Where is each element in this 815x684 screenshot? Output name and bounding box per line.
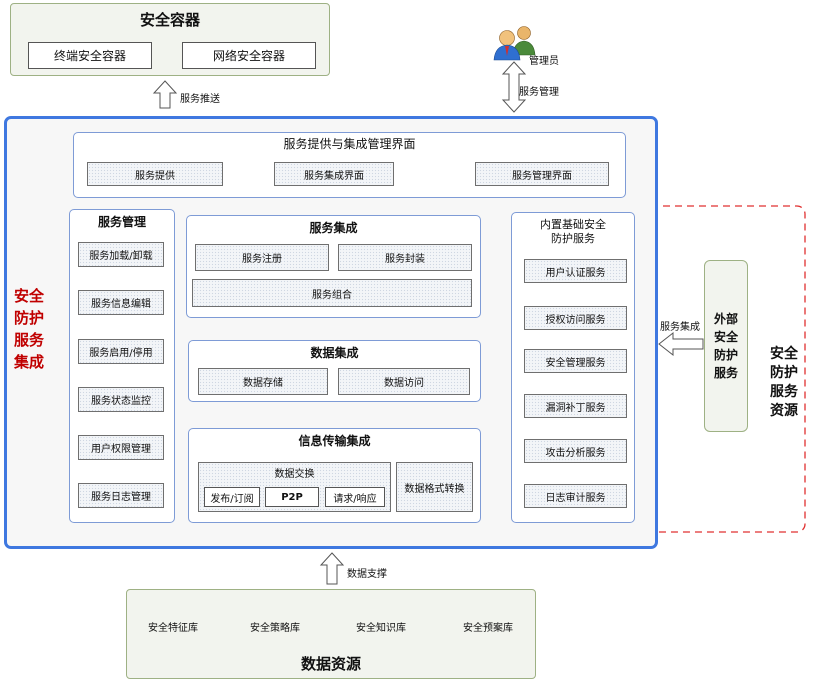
db-security-policy[interactable]: 安全策略库 xyxy=(250,622,300,634)
db-security-plans[interactable]: 安全预案库 xyxy=(463,622,513,634)
security-mgmt-service[interactable]: 安全管理服务 xyxy=(524,349,627,373)
service-status-monitor[interactable]: 服务状态监控 xyxy=(78,387,164,412)
admin-users-icon xyxy=(493,26,536,61)
builtin-services-title-text: 内置基础安全 防护服务 xyxy=(540,218,606,245)
data-integration-title: 数据集成 xyxy=(310,345,359,360)
security-container-panel: 安全容器 终端安全容器 网络安全容器 xyxy=(10,3,330,76)
db-security-knowledge[interactable]: 安全知识库 xyxy=(356,622,406,634)
service-mgmt-panel: 服务管理 服务加载/卸载 服务信息编辑 服务启用/停用 服务状态监控 用户权限管… xyxy=(69,209,175,523)
data-integration-panel: 数据集成 数据存储 数据访问 xyxy=(188,340,481,402)
info-transfer-panel: 信息传输集成 数据交换 发布/订阅 P2P 请求/响应 数据格式转换 xyxy=(188,428,481,523)
data-resources-title: 数据资源 xyxy=(300,654,361,673)
db-security-features[interactable]: 安全特征库 xyxy=(148,622,198,634)
authorized-access-service[interactable]: 授权访问服务 xyxy=(524,306,627,330)
service-provide-box[interactable]: 服务提供 xyxy=(87,162,223,186)
data-storage-box[interactable]: 数据存储 xyxy=(198,368,328,395)
info-transfer-title: 信息传输集成 xyxy=(298,433,371,448)
data-format-convert-box[interactable]: 数据格式转换 xyxy=(396,462,473,512)
integrate-label: 服务集成 xyxy=(660,322,700,333)
external-resources-text: 安全 防护 服务 资源 xyxy=(770,346,798,419)
vuln-patch-service[interactable]: 漏洞补丁服务 xyxy=(524,394,627,418)
service-mgmt-title: 服务管理 xyxy=(97,214,146,229)
service-info-edit[interactable]: 服务信息编辑 xyxy=(78,290,164,315)
request-response-box[interactable]: 请求/响应 xyxy=(325,487,385,507)
push-arrow xyxy=(152,80,178,109)
support-arrow xyxy=(319,552,345,585)
service-load-unload[interactable]: 服务加载/卸载 xyxy=(78,242,164,267)
data-access-box[interactable]: 数据访问 xyxy=(338,368,470,395)
service-enable-disable[interactable]: 服务启用/停用 xyxy=(78,339,164,364)
service-integration-title: 服务集成 xyxy=(309,220,358,235)
data-exchange-box: 数据交换 发布/订阅 P2P 请求/响应 xyxy=(198,462,391,512)
user-permission-mgmt[interactable]: 用户权限管理 xyxy=(78,435,164,460)
user-auth-service[interactable]: 用户认证服务 xyxy=(524,259,627,283)
builtin-services-title: 内置基础安全 防护服务 xyxy=(512,216,634,248)
service-register-box[interactable]: 服务注册 xyxy=(195,244,329,271)
service-integration-panel: 服务集成 服务注册 服务封装 服务组合 xyxy=(186,215,481,318)
security-container-title: 安全容器 xyxy=(139,10,200,29)
side-label-integration: 安全 防护 服务 集成 xyxy=(14,263,54,373)
manage-double-arrow xyxy=(501,61,527,113)
manage-label: 服务管理 xyxy=(519,87,559,98)
network-container-box[interactable]: 网络安全容器 xyxy=(182,42,316,69)
builtin-services-panel: 内置基础安全 防护服务 用户认证服务 授权访问服务 安全管理服务 漏洞补丁服务 … xyxy=(511,212,635,523)
external-services-box[interactable]: 外部 安全 防护 服务 xyxy=(704,260,748,432)
integrate-arrow xyxy=(658,331,704,357)
service-management-ui-box[interactable]: 服务管理界面 xyxy=(475,162,609,186)
data-resources-panel xyxy=(126,589,536,679)
service-integration-ui-box[interactable]: 服务集成界面 xyxy=(274,162,394,186)
data-exchange-title: 数据交换 xyxy=(274,468,315,480)
external-services-text: 外部 安全 防护 服务 xyxy=(713,312,738,380)
attack-analysis-service[interactable]: 攻击分析服务 xyxy=(524,439,627,463)
service-log-mgmt[interactable]: 服务日志管理 xyxy=(78,483,164,508)
external-resources-label: 安全 防护 服务 资源 xyxy=(764,326,804,421)
p2p-box[interactable]: P2P xyxy=(265,487,319,507)
service-encapsulate-box[interactable]: 服务封装 xyxy=(338,244,472,271)
admin-label: 管理员 xyxy=(529,56,559,67)
push-label: 服务推送 xyxy=(180,94,220,105)
side-label-text: 安全 防护 服务 集成 xyxy=(14,287,45,371)
service-compose-box[interactable]: 服务组合 xyxy=(192,279,472,307)
support-label: 数据支撑 xyxy=(347,569,387,580)
interface-title: 服务提供与集成管理界面 xyxy=(283,136,416,151)
log-audit-service[interactable]: 日志审计服务 xyxy=(524,484,627,508)
terminal-container-box[interactable]: 终端安全容器 xyxy=(28,42,152,69)
pub-sub-box[interactable]: 发布/订阅 xyxy=(204,487,260,507)
interface-panel: 服务提供与集成管理界面 服务提供 服务集成界面 服务管理界面 xyxy=(73,132,626,198)
